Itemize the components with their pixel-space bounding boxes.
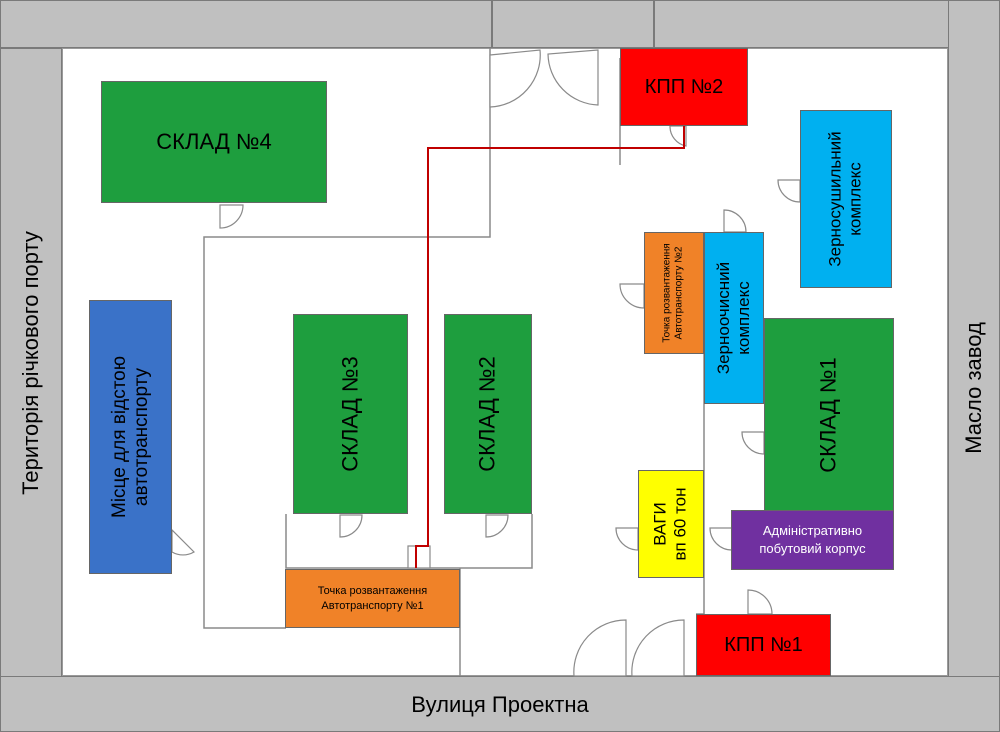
street-label: Вулиця Проектна — [0, 678, 1000, 732]
grain-cleaning-complex: Зерноочисний комплекс — [704, 232, 764, 404]
border-right — [948, 0, 1000, 678]
door-arc — [709, 527, 733, 551]
warehouse-1-label: СКЛАД №1 — [816, 357, 841, 473]
door-arc — [547, 49, 599, 106]
checkpoint-1: КПП №1 — [696, 614, 831, 676]
unloading-point-1: Точка розвантаження Автотранспорту №1 — [285, 569, 460, 628]
grain-dryer-label-line2: комплекс — [846, 162, 865, 236]
warehouse-1: СКЛАД №1 — [764, 318, 894, 512]
grain-dryer-complex: Зерносушильний комплекс — [800, 110, 892, 288]
door-arc — [747, 589, 773, 615]
admin-label-line1: Адміністративно — [762, 523, 863, 538]
parking-area: Місце для відстою автотранспорту — [89, 300, 172, 574]
border-top-middle — [492, 0, 654, 48]
parking-label: Місце для відстою автотранспорту — [109, 356, 153, 518]
unloading-2-label-line2: Автотранспорту №2 — [674, 246, 685, 340]
door-arc — [339, 514, 363, 538]
parking-label-line2: автотранспорту — [130, 367, 152, 507]
wall-line — [203, 48, 491, 629]
door-arc — [171, 528, 195, 556]
door-arc — [741, 431, 765, 455]
admin-building: Адміністративно побутовий корпус — [731, 510, 894, 570]
door-arc — [619, 283, 645, 309]
route-line — [415, 126, 685, 568]
street-label-text: Вулиця Проектна — [411, 692, 589, 717]
grain-dryer-label-line1: Зерносушильний — [826, 131, 845, 267]
admin-label-line2: побутовий корпус — [759, 541, 866, 556]
door-arc — [723, 209, 747, 233]
unloading-1-label-line1: Точка розвантаження — [317, 584, 428, 597]
truck-scales: ВАГИ вп 60 тон — [638, 470, 704, 578]
door-arc — [573, 619, 627, 677]
door-arc — [485, 514, 509, 538]
border-left — [0, 48, 62, 678]
grain-cleaner-label-line1: Зерноочисний — [714, 261, 733, 375]
warehouse-2: СКЛАД №2 — [444, 314, 532, 514]
door-arc — [219, 204, 244, 229]
scales-label-line1: ВАГИ — [651, 502, 670, 546]
border-bottom — [0, 676, 1000, 732]
parking-label-line1: Місце для відстою — [108, 355, 130, 519]
grain-cleaner-label: Зерноочисний комплекс — [714, 262, 754, 374]
scales-label-line2: вп 60 тон — [671, 487, 690, 561]
unloading-1-label-line2: Автотранспорту №1 — [321, 599, 424, 612]
unloading-2-label: Точка розвантаження Автотранспорту №2 — [662, 243, 686, 342]
warehouse-3: СКЛАД №3 — [293, 314, 408, 514]
door-arc — [777, 179, 801, 203]
grain-cleaner-label-line2: комплекс — [734, 281, 753, 355]
door-arc — [407, 545, 431, 569]
checkpoint-1-label: КПП №1 — [724, 633, 803, 656]
scales-label: ВАГИ вп 60 тон — [651, 487, 691, 560]
border-top-left — [0, 0, 492, 48]
warehouse-4: СКЛАД №4 — [101, 81, 327, 203]
door-arc — [669, 125, 687, 147]
unloading-2-label-line1: Точка розвантаження — [662, 243, 673, 343]
unloading-point-2: Точка розвантаження Автотранспорту №2 — [644, 232, 704, 354]
door-arc — [489, 49, 541, 108]
warehouse-2-label: СКЛАД №2 — [475, 356, 500, 472]
border-top-right — [654, 0, 950, 48]
grain-dryer-label: Зерносушильний комплекс — [826, 131, 866, 266]
warehouse-3-label: СКЛАД №3 — [337, 356, 363, 472]
warehouse-4-label: СКЛАД №4 — [156, 129, 272, 154]
door-arc — [631, 619, 685, 677]
checkpoint-2-label: КПП №2 — [644, 75, 724, 98]
checkpoint-2: КПП №2 — [620, 48, 748, 126]
door-arc — [615, 527, 639, 551]
